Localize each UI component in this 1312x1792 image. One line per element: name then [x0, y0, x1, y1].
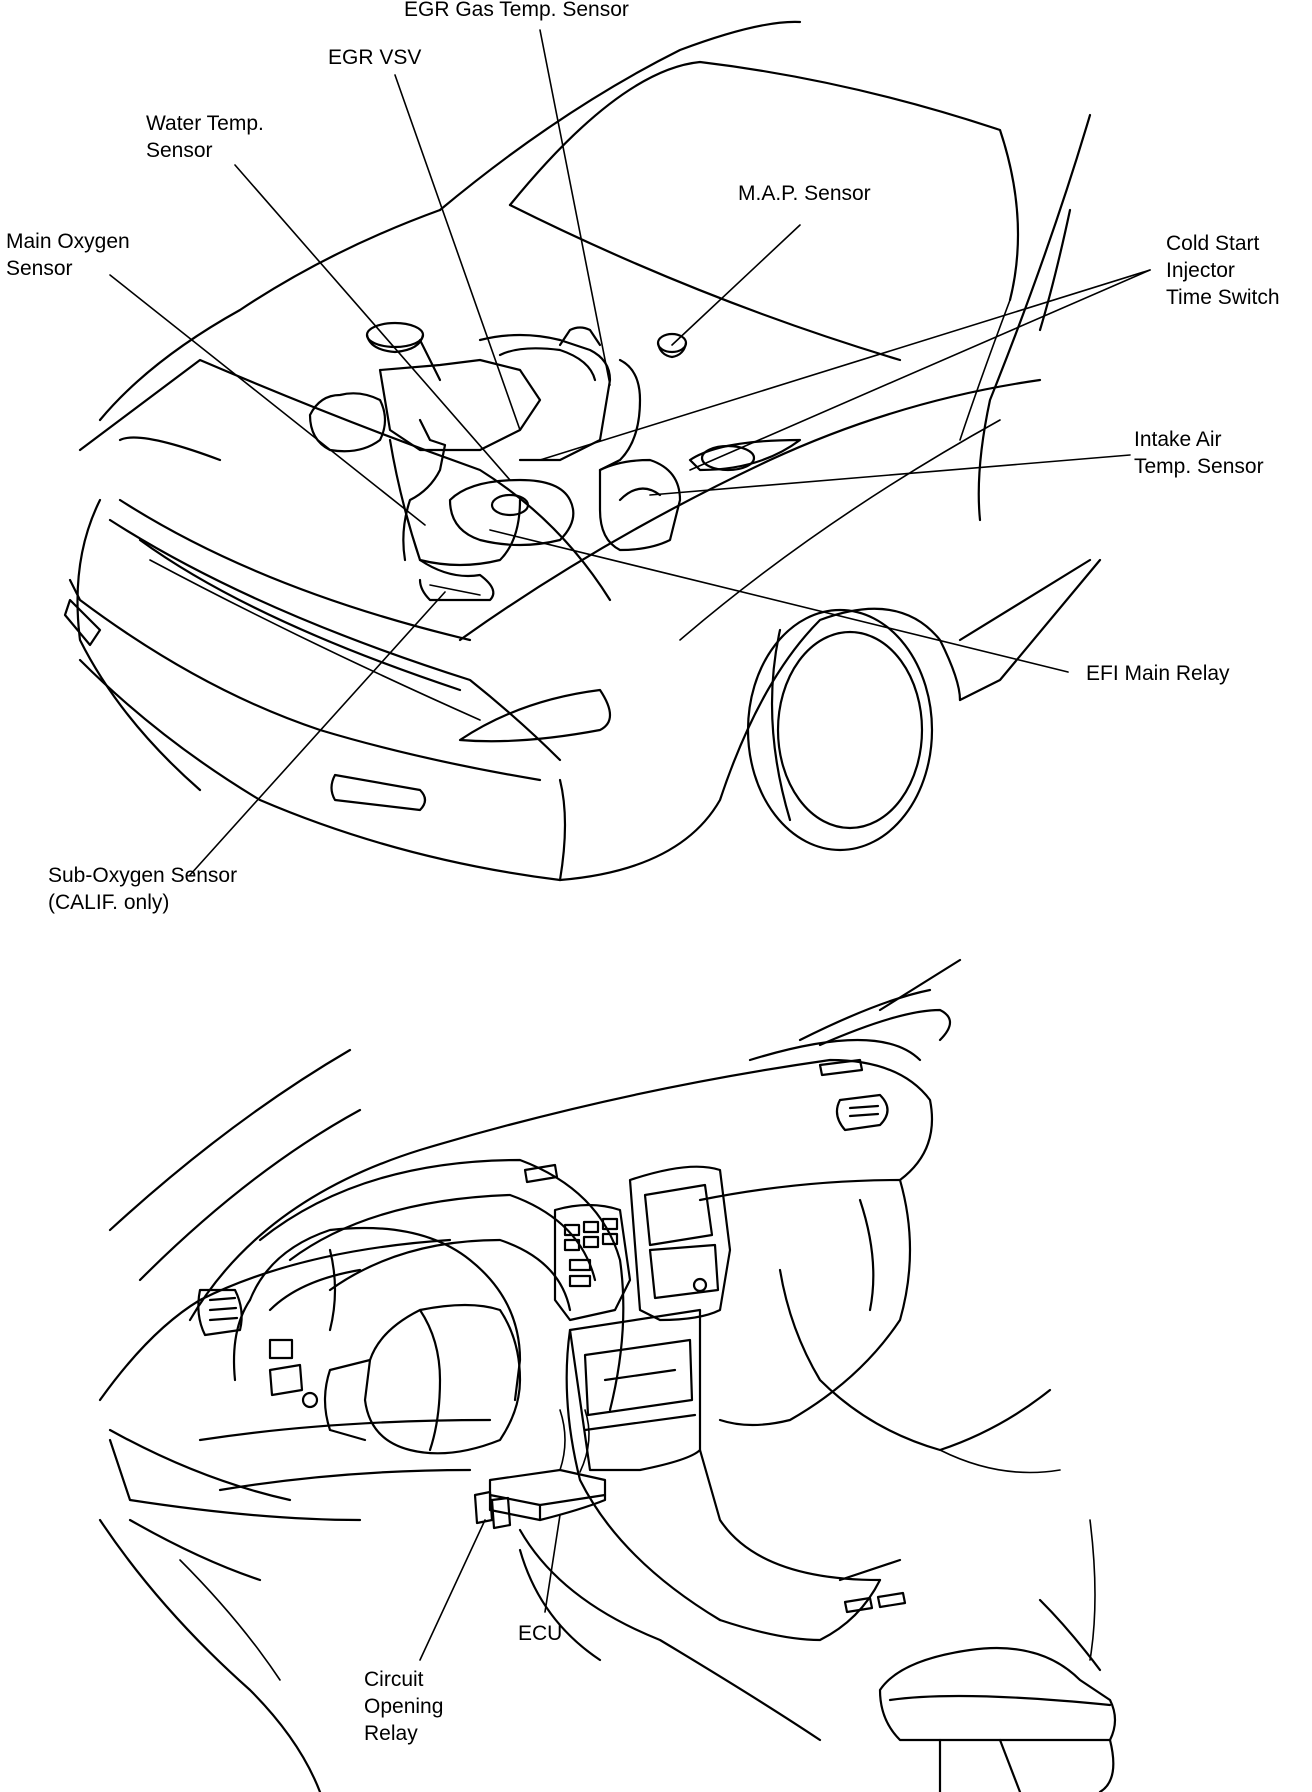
label-line: ECU	[518, 1622, 563, 1645]
label-line: Main Oxygen	[6, 230, 130, 253]
label-line: Sensor	[146, 139, 213, 162]
label-sub-oxygen-sensor: Sub-Oxygen Sensor (CALIF. only)	[48, 862, 237, 916]
label-line: EGR Gas Temp. Sensor	[404, 0, 629, 21]
label-line: Circuit	[364, 1668, 424, 1691]
label-egr-vsv: EGR VSV	[328, 44, 421, 71]
label-cold-start-injector-time-switch: Cold Start Injector Time Switch	[1166, 230, 1280, 311]
interior-leader-lines	[419, 1514, 561, 1661]
label-line: EGR VSV	[328, 46, 422, 69]
label-map-sensor: M.A.P. Sensor	[738, 180, 871, 207]
label-water-temp-sensor: Water Temp. Sensor	[146, 110, 264, 164]
label-line: Injector	[1166, 259, 1235, 282]
sub-oxygen-leader	[189, 591, 446, 876]
label-circuit-opening-relay: Circuit Opening Relay	[364, 1666, 443, 1747]
efi-main-relay-leader	[489, 529, 1069, 673]
label-main-oxygen-sensor: Main Oxygen Sensor	[6, 228, 130, 282]
circuit-opening-relay-leader	[419, 1519, 486, 1661]
ecu-leader	[544, 1514, 561, 1613]
label-line: Intake Air	[1134, 428, 1222, 451]
label-line: Time Switch	[1166, 286, 1280, 309]
egr-gas-temp-leader	[539, 29, 611, 386]
engine-bay-leader-lines	[109, 29, 1151, 876]
label-line: M.A.P. Sensor	[738, 182, 871, 205]
label-line: Temp. Sensor	[1134, 455, 1264, 478]
map-sensor-leader	[671, 224, 801, 346]
egr-vsv-leader	[394, 74, 521, 431]
intake-air-leader	[649, 454, 1131, 496]
label-line: EFI Main Relay	[1086, 662, 1230, 685]
label-line: Relay	[364, 1722, 418, 1745]
water-temp-leader	[234, 164, 511, 481]
label-intake-air-temp-sensor: Intake Air Temp. Sensor	[1134, 426, 1264, 480]
label-line: Cold Start	[1166, 232, 1260, 255]
cold-start-leader-a	[539, 269, 1151, 461]
label-line: Opening	[364, 1695, 444, 1718]
label-line: (CALIF. only)	[48, 891, 170, 914]
label-line: Sub-Oxygen Sensor	[48, 864, 238, 887]
label-efi-main-relay: EFI Main Relay	[1086, 660, 1230, 687]
label-line: Sensor	[6, 257, 73, 280]
cold-start-leader-b	[689, 269, 1151, 471]
label-ecu: ECU	[518, 1620, 562, 1647]
label-egr-gas-temp-sensor: EGR Gas Temp. Sensor	[404, 0, 629, 23]
dashboard-illustration	[98, 958, 1117, 1792]
main-oxygen-leader	[109, 274, 426, 526]
label-line: Water Temp.	[146, 112, 264, 135]
